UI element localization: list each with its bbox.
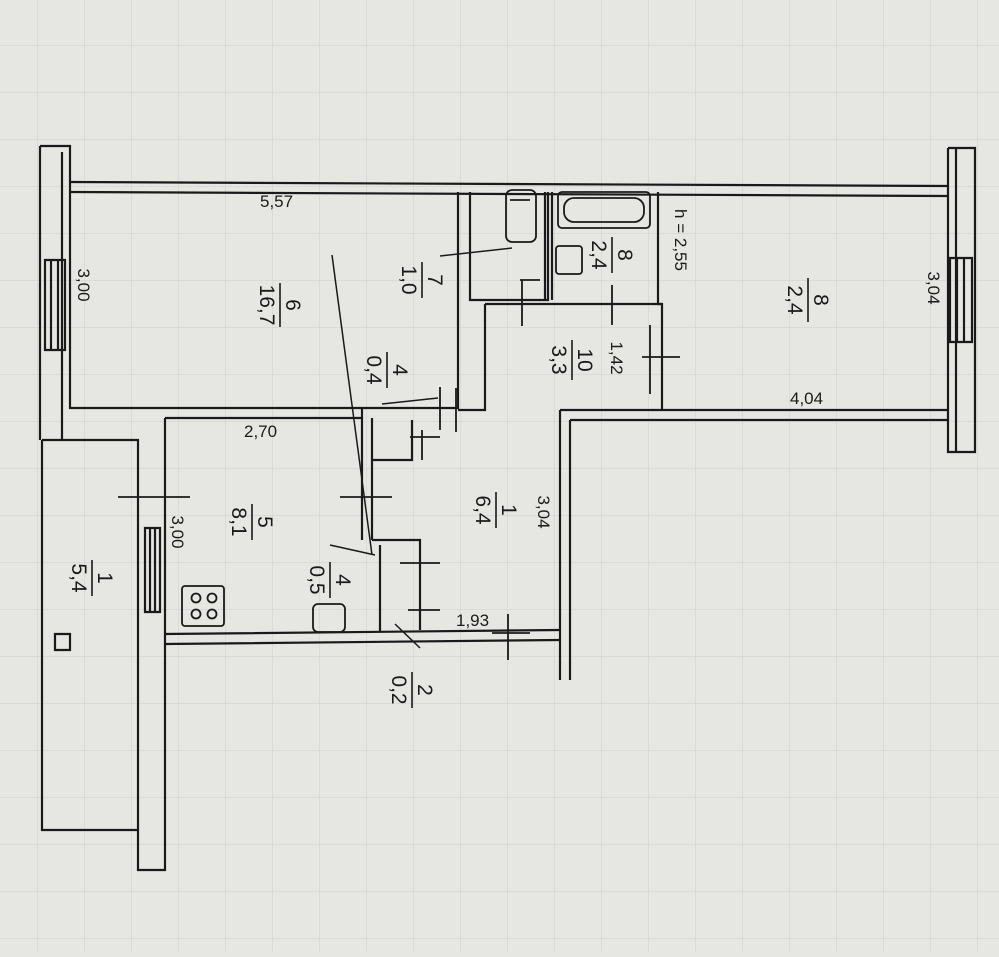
room-2-number: 2 xyxy=(413,684,436,696)
room-7-label: 7 1,0 xyxy=(397,262,446,298)
room-3-number: 4 xyxy=(331,574,354,586)
room-10-area: 3,3 xyxy=(547,345,570,374)
room-6-label: 6 16,7 xyxy=(255,283,304,327)
room-8-label: 8 2,4 xyxy=(587,237,636,273)
dim-room5-side: 3,00 xyxy=(168,515,187,548)
room-6-area: 16,7 xyxy=(255,285,278,326)
room-1-hall-label: 1 6,4 xyxy=(471,492,520,528)
toilet-icon xyxy=(505,189,537,243)
basin-icon xyxy=(312,603,346,633)
room-1-hall-number: 1 xyxy=(497,504,520,516)
room-2-label: 2 0,2 xyxy=(387,672,436,708)
bathtub-icon xyxy=(557,191,651,229)
room-1-balcony-area: 5,4 xyxy=(67,563,90,593)
stove-icon xyxy=(181,585,225,627)
room-3-label: 4 0,5 xyxy=(305,562,354,598)
ceiling-height: h = 2,55 xyxy=(671,209,690,271)
dim-corridor-bottom: 1,93 xyxy=(456,611,489,630)
room-5-number: 5 xyxy=(253,516,276,528)
room-1-balcony-label: 1 5,4 xyxy=(67,560,116,596)
dim-hall-side: 3,04 xyxy=(534,495,553,528)
room-9-number: 8 xyxy=(809,294,832,306)
room-labels: 6 16,7 7 1,0 4 0,4 8 2,4 8 2,4 10 3,3 xyxy=(67,237,832,708)
dimension-ticks xyxy=(118,279,680,660)
dim-room6-side: 3,00 xyxy=(74,268,93,301)
room-8-number: 8 xyxy=(613,249,636,261)
room-9-area: 2,4 xyxy=(783,285,806,315)
dimension-labels: 5,57 3,00 3,04 4,04 2,70 3,00 3,04 1,42 … xyxy=(74,192,943,630)
room-10-number: 10 xyxy=(573,348,596,371)
room-3-area: 0,5 xyxy=(305,565,328,594)
room-4-area: 0,4 xyxy=(362,355,385,385)
dim-room6-top: 5,57 xyxy=(260,192,293,211)
dim-room5-top: 2,70 xyxy=(244,422,277,441)
room-5-label: 5 8,1 xyxy=(227,504,276,540)
room-7-number: 7 xyxy=(423,274,446,286)
sink-icon xyxy=(555,245,583,275)
dim-room10-width: 1,42 xyxy=(607,341,626,374)
room-6-number: 6 xyxy=(281,299,304,311)
room-8-area: 2,4 xyxy=(587,240,610,270)
fixtures xyxy=(181,189,651,649)
dim-room9-bottom: 4,04 xyxy=(790,389,823,408)
room-10-label: 10 3,3 xyxy=(547,340,596,380)
room-4-number: 4 xyxy=(388,364,411,376)
room-5-area: 8,1 xyxy=(227,507,250,536)
room-4-label: 4 0,4 xyxy=(362,352,411,388)
room-1-balcony-number: 1 xyxy=(93,572,116,584)
room-2-area: 0,2 xyxy=(387,675,410,704)
room-7-area: 1,0 xyxy=(397,265,420,294)
room-1-hall-area: 6,4 xyxy=(471,495,494,525)
room-9-label: 8 2,4 xyxy=(783,278,832,322)
dim-room9-side: 3,04 xyxy=(924,271,943,304)
